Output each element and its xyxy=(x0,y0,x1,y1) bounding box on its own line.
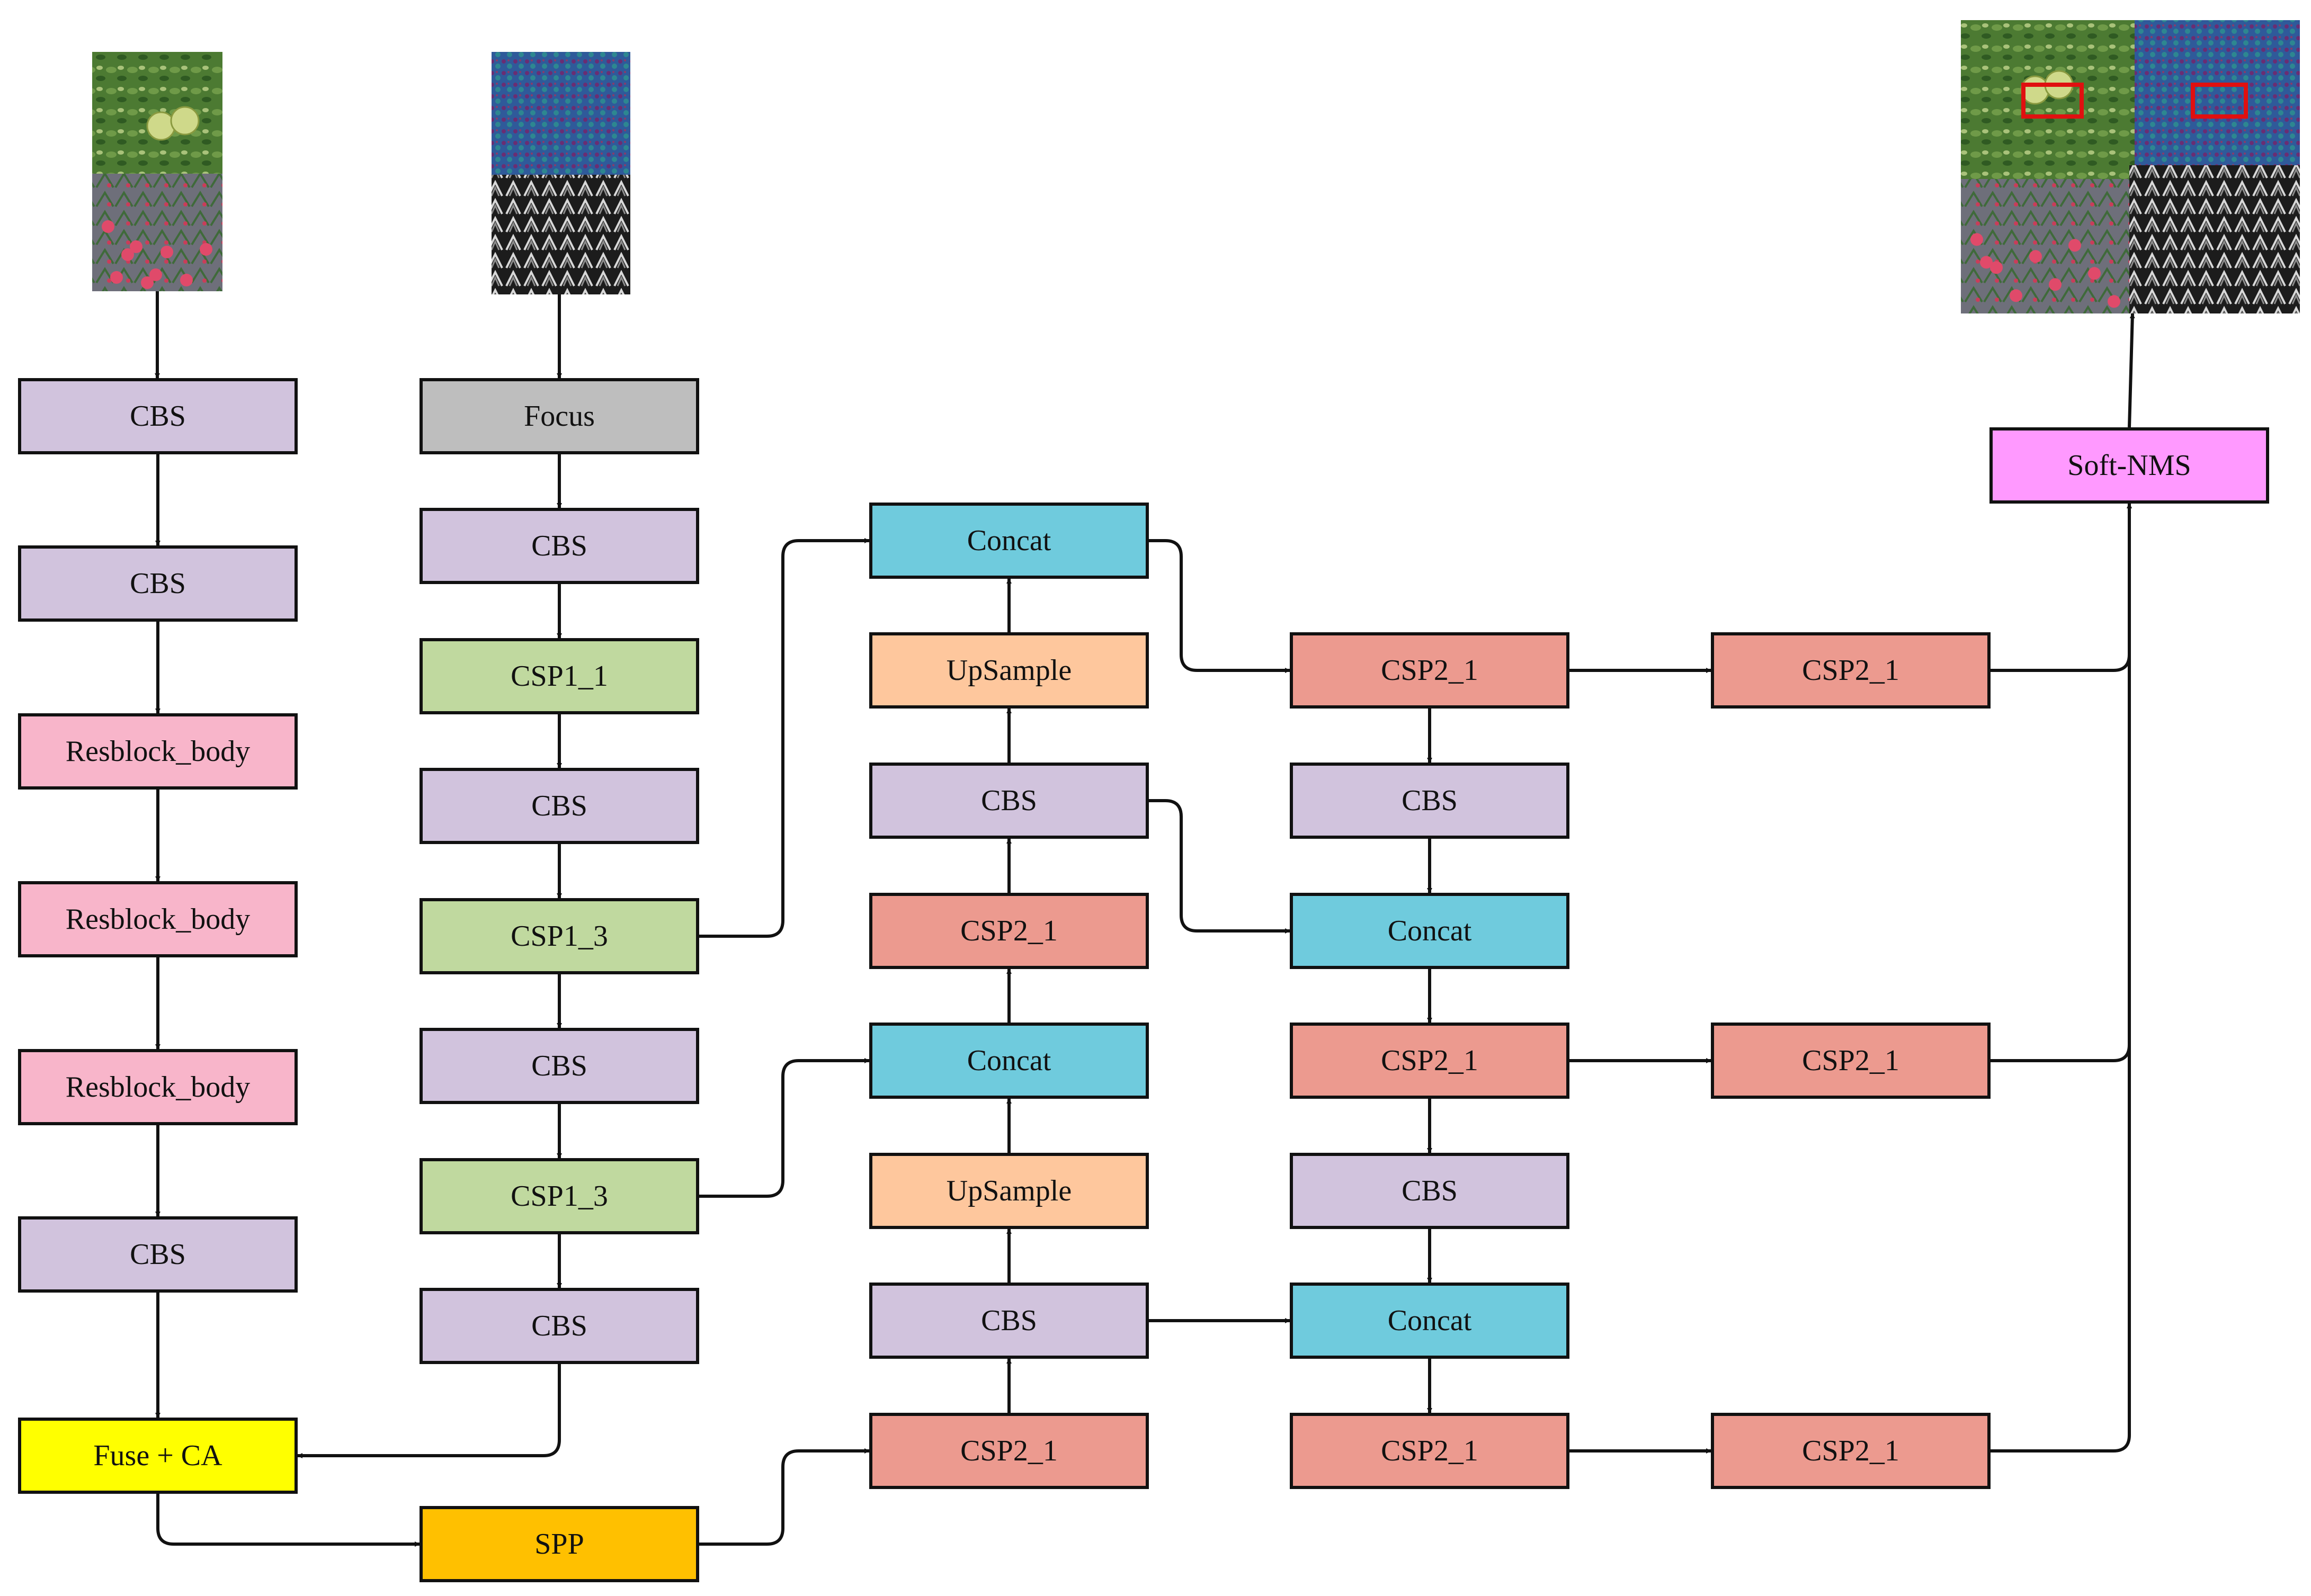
node-c5-csp1: CSP2_1 xyxy=(1711,632,1991,709)
edge-softnms-to-output xyxy=(2128,313,2135,428)
node-l-res1: Resblock_body xyxy=(18,713,298,790)
apple-leaves-photo-image xyxy=(92,52,222,174)
false-color-texture-image xyxy=(492,52,630,175)
detected-tree-photo-image xyxy=(1961,179,2129,313)
node-c3-concat1: Concat xyxy=(869,503,1149,579)
edge-fuse-to-spp xyxy=(156,1494,420,1547)
node-l-res2: Resblock_body xyxy=(18,881,298,957)
connection-arrows xyxy=(155,291,2135,1547)
node-c2-csp11: CSP1_1 xyxy=(420,638,699,714)
edge-c2_csp13a-to-c3_concat1 xyxy=(699,538,870,938)
node-c3-up2: UpSample xyxy=(869,1153,1149,1229)
node-c3-csp21: CSP2_1 xyxy=(869,893,1149,969)
node-c4-cbs2: CBS xyxy=(1290,1153,1569,1229)
node-c3-csp22: CSP2_1 xyxy=(869,1413,1149,1489)
detected-apple-photo-image xyxy=(1961,20,2135,179)
node-l-cbs1: CBS xyxy=(18,378,298,454)
node-c2-focus: Focus xyxy=(420,378,699,454)
node-c2-csp13a: CSP1_3 xyxy=(420,898,699,974)
node-c4-csp3: CSP2_1 xyxy=(1290,1413,1569,1489)
node-c2-cbs4: CBS xyxy=(420,1288,699,1364)
node-c4-concat2: Concat xyxy=(1290,1283,1569,1359)
node-c5-csp2: CSP2_1 xyxy=(1711,1023,1991,1099)
node-softnms: Soft-NMS xyxy=(1989,427,2269,504)
node-c4-csp2: CSP2_1 xyxy=(1290,1023,1569,1099)
edge-c5_csp2-to-softnms xyxy=(1991,503,2132,1062)
node-c2-cbs2: CBS xyxy=(420,768,699,844)
node-c4-concat1: Concat xyxy=(1290,893,1569,969)
node-l-cbs3: CBS xyxy=(18,1216,298,1293)
node-c2-csp13b: CSP1_3 xyxy=(420,1158,699,1234)
node-spp: SPP xyxy=(420,1506,699,1582)
edge-c3_concat1-to-c4_csp1 xyxy=(1149,539,1290,673)
node-c3-up1: UpSample xyxy=(869,632,1149,709)
edge-c2_csp13b-to-c3_concat2 xyxy=(699,1058,870,1198)
edge-c2-cbs4-to-fuse xyxy=(297,1364,561,1458)
detected-false-color-image xyxy=(2135,20,2300,179)
node-fuse: Fuse + CA xyxy=(18,1418,298,1494)
grayscale-tree-image xyxy=(492,175,630,294)
edge-c5_csp3-to-softnms xyxy=(1991,503,2132,1452)
edge-c3_cbs1-to-c4_concat1 xyxy=(1149,799,1290,934)
node-c3-cbs2: CBS xyxy=(869,1283,1149,1359)
node-c4-csp1: CSP2_1 xyxy=(1290,632,1569,709)
node-c3-cbs1: CBS xyxy=(869,763,1149,839)
edge-c5_csp1-to-softnms xyxy=(1991,503,2132,672)
apple-tree-photo-image xyxy=(92,174,222,291)
node-l-res3: Resblock_body xyxy=(18,1049,298,1125)
detected-grayscale-tree-image xyxy=(2129,165,2300,313)
node-c2-cbs1: CBS xyxy=(420,508,699,584)
node-c3-concat2: Concat xyxy=(869,1023,1149,1099)
node-c5-csp3: CSP2_1 xyxy=(1711,1413,1991,1489)
node-l-cbs2: CBS xyxy=(18,545,298,622)
node-c4-cbs1: CBS xyxy=(1290,763,1569,839)
edge-spp-to-c3_csp22 xyxy=(699,1448,870,1546)
node-c2-cbs3: CBS xyxy=(420,1028,699,1104)
